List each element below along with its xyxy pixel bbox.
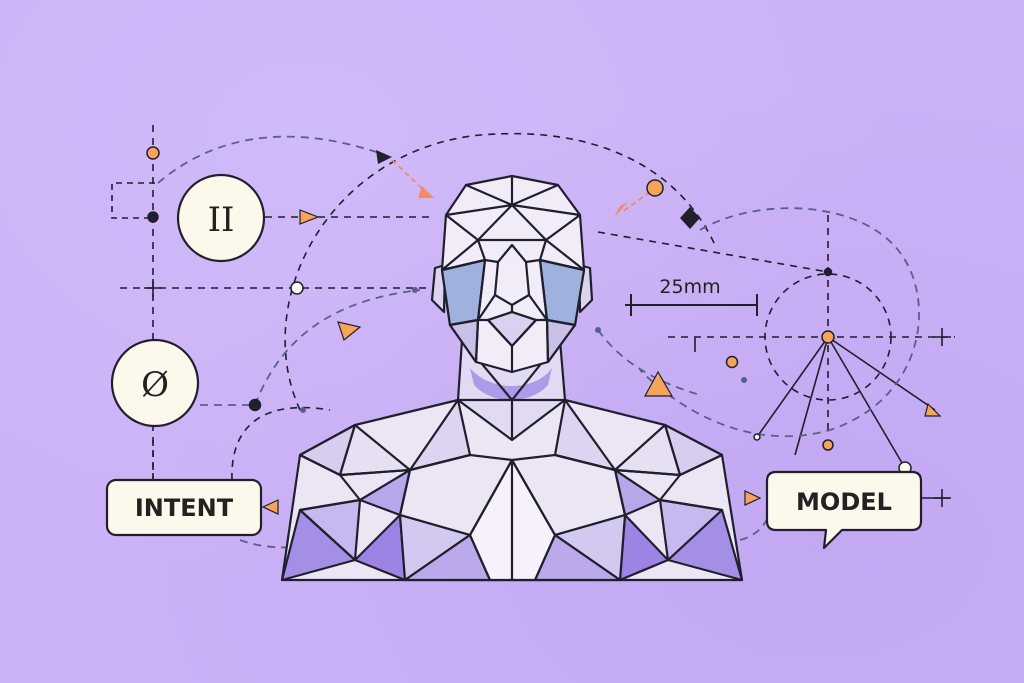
head-facets bbox=[440, 258, 586, 364]
symbol-badge-diameter: Ø bbox=[110, 338, 200, 428]
dot-black-left bbox=[147, 211, 159, 223]
dot-small-left-low bbox=[595, 327, 601, 333]
diamond-marker bbox=[680, 207, 700, 229]
right-diagonal-line bbox=[597, 231, 829, 273]
dot-white-mid bbox=[290, 281, 304, 295]
dot-orange-topright bbox=[646, 179, 664, 197]
intent-box: INTENT bbox=[105, 478, 263, 537]
dot-orange-right-mid bbox=[725, 355, 739, 369]
plus-mark-model bbox=[933, 489, 951, 507]
triangle-arrow-spoke bbox=[924, 402, 942, 417]
dot-orange-right-low bbox=[822, 439, 834, 451]
accent-markers bbox=[261, 150, 942, 515]
right-lower-blue bbox=[739, 504, 771, 541]
triangle-arrow-model bbox=[744, 490, 762, 506]
top-blue-arc bbox=[157, 135, 386, 184]
symbol-badge-roman-two-label: II bbox=[208, 200, 235, 240]
torso-facets bbox=[280, 398, 744, 582]
salmon-arrows bbox=[391, 159, 651, 213]
right-diag-blue bbox=[597, 329, 701, 396]
left-ear bbox=[430, 263, 447, 314]
lower-left-curve bbox=[231, 406, 331, 481]
dot-small-grey bbox=[741, 377, 747, 383]
dot-small-spoke bbox=[753, 433, 761, 441]
node-dots bbox=[146, 146, 912, 475]
target-spoke-4 bbox=[827, 336, 936, 411]
target-spoke-2 bbox=[794, 336, 829, 456]
target-circle-icon bbox=[764, 273, 892, 401]
salmon-arrowhead-2 bbox=[614, 202, 628, 218]
plus-mark-right bbox=[933, 328, 951, 346]
dot-orange-topleft bbox=[146, 146, 160, 160]
torso-lines bbox=[299, 453, 723, 580]
speech-bubble: MODEL bbox=[765, 470, 923, 550]
symbol-badge-roman-two: II bbox=[176, 173, 266, 263]
model-label: MODEL bbox=[796, 488, 892, 516]
symbol-badge-diameter-label: Ø bbox=[141, 365, 169, 405]
dot-orange-target bbox=[821, 330, 835, 344]
dot-small-mid bbox=[300, 407, 306, 413]
dot-black-phi bbox=[248, 398, 262, 412]
salmon-arrowhead-1 bbox=[418, 186, 434, 198]
target-spoke-1 bbox=[756, 336, 829, 438]
dimension-label: 25mm bbox=[659, 276, 720, 298]
left-bracket bbox=[111, 182, 155, 219]
dot-black-target-top bbox=[823, 267, 833, 277]
polygon-figure bbox=[280, 174, 744, 582]
head-lines bbox=[441, 176, 585, 372]
triangle-arrow-ii bbox=[299, 209, 320, 225]
dimension-marker-icon bbox=[625, 294, 758, 316]
mid-blue-arc bbox=[254, 289, 421, 406]
black-arrowhead-top bbox=[376, 150, 392, 164]
right-blue-loop bbox=[639, 207, 920, 438]
lower-left-blue bbox=[239, 529, 361, 549]
dot-small-center bbox=[412, 287, 418, 293]
triangle-arrow-mid bbox=[337, 321, 362, 342]
plus-mark-left bbox=[144, 279, 162, 297]
triangle-arrow-intent bbox=[261, 499, 279, 515]
top-large-arc bbox=[284, 132, 716, 411]
neck-shadow bbox=[470, 368, 552, 400]
triangle-large-right bbox=[643, 370, 674, 397]
intent-label: INTENT bbox=[135, 494, 234, 522]
target-spoke-3 bbox=[827, 336, 906, 469]
